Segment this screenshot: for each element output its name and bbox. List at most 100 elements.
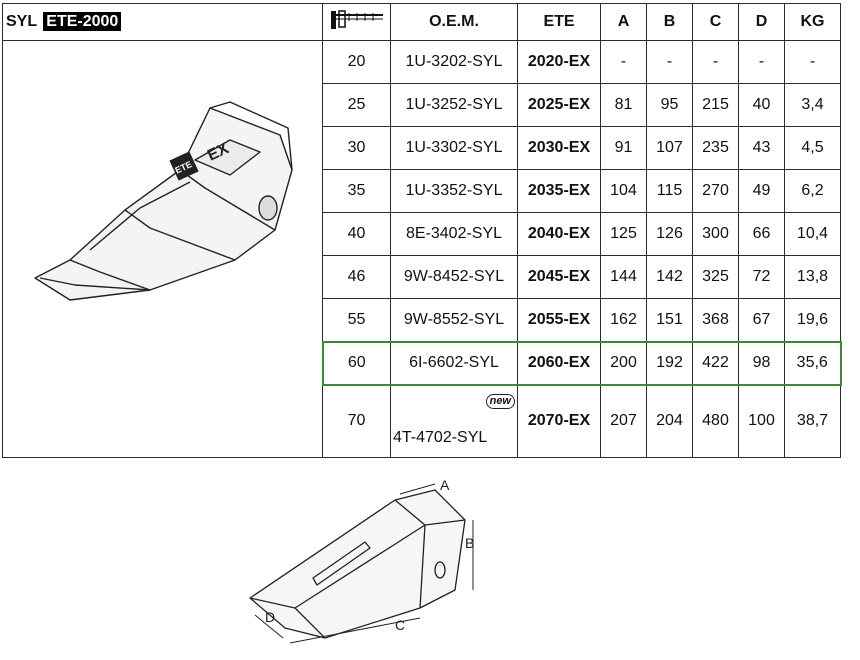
dim-c-cell: 325 bbox=[692, 255, 739, 299]
oem-cell: 1U-3252-SYL bbox=[390, 83, 518, 127]
dim-a-cell: 125 bbox=[600, 212, 647, 256]
size-cell: 25 bbox=[322, 83, 391, 127]
col-header-kg: KG bbox=[784, 3, 841, 41]
dim-a-cell: - bbox=[600, 40, 647, 84]
table-row-highlighted: 60 6I-6602-SYL 2060-EX 200 192 422 98 35… bbox=[3, 340, 842, 386]
weight-cell: 6,2 bbox=[784, 169, 841, 213]
new-badge: new bbox=[485, 393, 515, 409]
weight-cell: 13,8 bbox=[784, 255, 841, 299]
oem-cell: 1U-3352-SYL bbox=[390, 169, 518, 213]
size-cell: 40 bbox=[322, 212, 391, 256]
oem-cell-new: new 4T-4702-SYL bbox=[390, 384, 518, 458]
size-cell: 30 bbox=[322, 126, 391, 170]
dim-a-label: A bbox=[440, 477, 450, 493]
dim-d-cell: - bbox=[738, 40, 785, 84]
oem-cell: 8E-3402-SYL bbox=[390, 212, 518, 256]
weight-cell: 4,5 bbox=[784, 126, 841, 170]
oem-cell: 6I-6602-SYL bbox=[390, 340, 518, 386]
dim-b-cell: 192 bbox=[646, 340, 693, 386]
oem-cell: 9W-8552-SYL bbox=[390, 298, 518, 342]
header-row: SYL ETE-2000 O.E.M. ETE A B C bbox=[2, 3, 841, 41]
dim-c-label: C bbox=[395, 617, 405, 633]
weight-cell: - bbox=[784, 40, 841, 84]
ete-logo-mark bbox=[169, 151, 199, 181]
ete-code-cell: 2040-EX bbox=[517, 212, 601, 256]
oem-text: 4T-4702-SYL bbox=[393, 428, 488, 446]
dim-b-cell: 151 bbox=[646, 298, 693, 342]
dim-b-cell: 204 bbox=[646, 384, 693, 458]
ete-code-cell: 2045-EX bbox=[517, 255, 601, 299]
dim-c-cell: 480 bbox=[692, 384, 739, 458]
table-title: SYL ETE-2000 bbox=[2, 3, 323, 41]
dim-c-cell: 235 bbox=[692, 126, 739, 170]
bucket-tooth-photo: ETE EX bbox=[34, 101, 293, 301]
dim-b-cell: 126 bbox=[646, 212, 693, 256]
table-row: 55 9W-8552-SYL 2055-EX 162 151 368 67 19… bbox=[3, 298, 841, 342]
dim-b-cell: 115 bbox=[646, 169, 693, 213]
size-cell: 70 bbox=[322, 384, 391, 458]
dim-a-cell: 81 bbox=[600, 83, 647, 127]
size-header bbox=[322, 3, 391, 41]
table-row: 40 8E-3402-SYL 2040-EX 125 126 300 66 10… bbox=[3, 212, 841, 256]
dim-a-cell: 91 bbox=[600, 126, 647, 170]
dim-d-cell: 72 bbox=[738, 255, 785, 299]
dim-d-cell: 66 bbox=[738, 212, 785, 256]
caliper-icon bbox=[330, 9, 383, 29]
col-header-c: C bbox=[692, 3, 739, 41]
dimension-diagram: A B C D bbox=[249, 477, 474, 644]
dim-d-cell: 43 bbox=[738, 126, 785, 170]
dim-a-cell: 144 bbox=[600, 255, 647, 299]
dim-a-cell: 104 bbox=[600, 169, 647, 213]
ete-code-cell: 2060-EX bbox=[517, 340, 601, 386]
ete-code-cell: 2030-EX bbox=[517, 126, 601, 170]
dim-a-cell: 200 bbox=[600, 340, 647, 386]
dim-b-cell: 107 bbox=[646, 126, 693, 170]
oem-cell: 1U-3302-SYL bbox=[390, 126, 518, 170]
table-row: 25 1U-3252-SYL 2025-EX 81 95 215 40 3,4 bbox=[3, 83, 841, 127]
size-cell: 55 bbox=[322, 298, 391, 342]
dim-d-cell: 100 bbox=[738, 384, 785, 458]
ete-code-cell: 2035-EX bbox=[517, 169, 601, 213]
dim-d-label: D bbox=[265, 609, 275, 625]
oem-cell: 9W-8452-SYL bbox=[390, 255, 518, 299]
ete-code-cell: 2025-EX bbox=[517, 83, 601, 127]
dim-d-cell: 40 bbox=[738, 83, 785, 127]
spec-table: SYL ETE-2000 O.E.M. ETE A B C bbox=[2, 3, 842, 458]
col-header-ete: ETE bbox=[517, 3, 601, 41]
size-cell: 20 bbox=[322, 40, 391, 84]
weight-cell: 10,4 bbox=[784, 212, 841, 256]
weight-cell: 3,4 bbox=[784, 83, 841, 127]
dim-c-cell: - bbox=[692, 40, 739, 84]
dim-d-cell: 98 bbox=[738, 340, 785, 386]
dim-c-cell: 422 bbox=[692, 340, 739, 386]
weight-cell: 35,6 bbox=[784, 340, 842, 386]
dim-b-label: B bbox=[465, 535, 474, 551]
weight-cell: 38,7 bbox=[784, 384, 841, 458]
col-header-b: B bbox=[646, 3, 693, 41]
dim-c-cell: 368 bbox=[692, 298, 739, 342]
dim-c-cell: 300 bbox=[692, 212, 739, 256]
weight-cell: 19,6 bbox=[784, 298, 841, 342]
dim-c-cell: 215 bbox=[692, 83, 739, 127]
table-row: 20 1U-3202-SYL 2020-EX - - - - - bbox=[2, 40, 841, 458]
size-cell: 46 bbox=[322, 255, 391, 299]
dim-b-cell: 142 bbox=[646, 255, 693, 299]
dim-d-cell: 67 bbox=[738, 298, 785, 342]
table-row: 70 new 4T-4702-SYL 2070-EX 207 204 480 1… bbox=[3, 384, 841, 458]
dim-c-cell: 270 bbox=[692, 169, 739, 213]
dim-d-cell: 49 bbox=[738, 169, 785, 213]
series-label: ETE-2000 bbox=[43, 12, 122, 31]
col-header-a: A bbox=[600, 3, 647, 41]
brand-prefix: SYL bbox=[6, 13, 37, 30]
dim-b-cell: - bbox=[646, 40, 693, 84]
ete-code-cell: 2020-EX bbox=[517, 40, 601, 84]
oem-new-wrap: new 4T-4702-SYL bbox=[391, 386, 517, 457]
table-row: 46 9W-8452-SYL 2045-EX 144 142 325 72 13… bbox=[3, 255, 841, 299]
dim-b-cell: 95 bbox=[646, 83, 693, 127]
dim-a-cell: 207 bbox=[600, 384, 647, 458]
size-cell: 35 bbox=[322, 169, 391, 213]
dim-a-cell: 162 bbox=[600, 298, 647, 342]
ete-code-cell: 2055-EX bbox=[517, 298, 601, 342]
size-cell: 60 bbox=[321, 340, 391, 386]
table-row: 30 1U-3302-SYL 2030-EX 91 107 235 43 4,5 bbox=[3, 126, 841, 170]
